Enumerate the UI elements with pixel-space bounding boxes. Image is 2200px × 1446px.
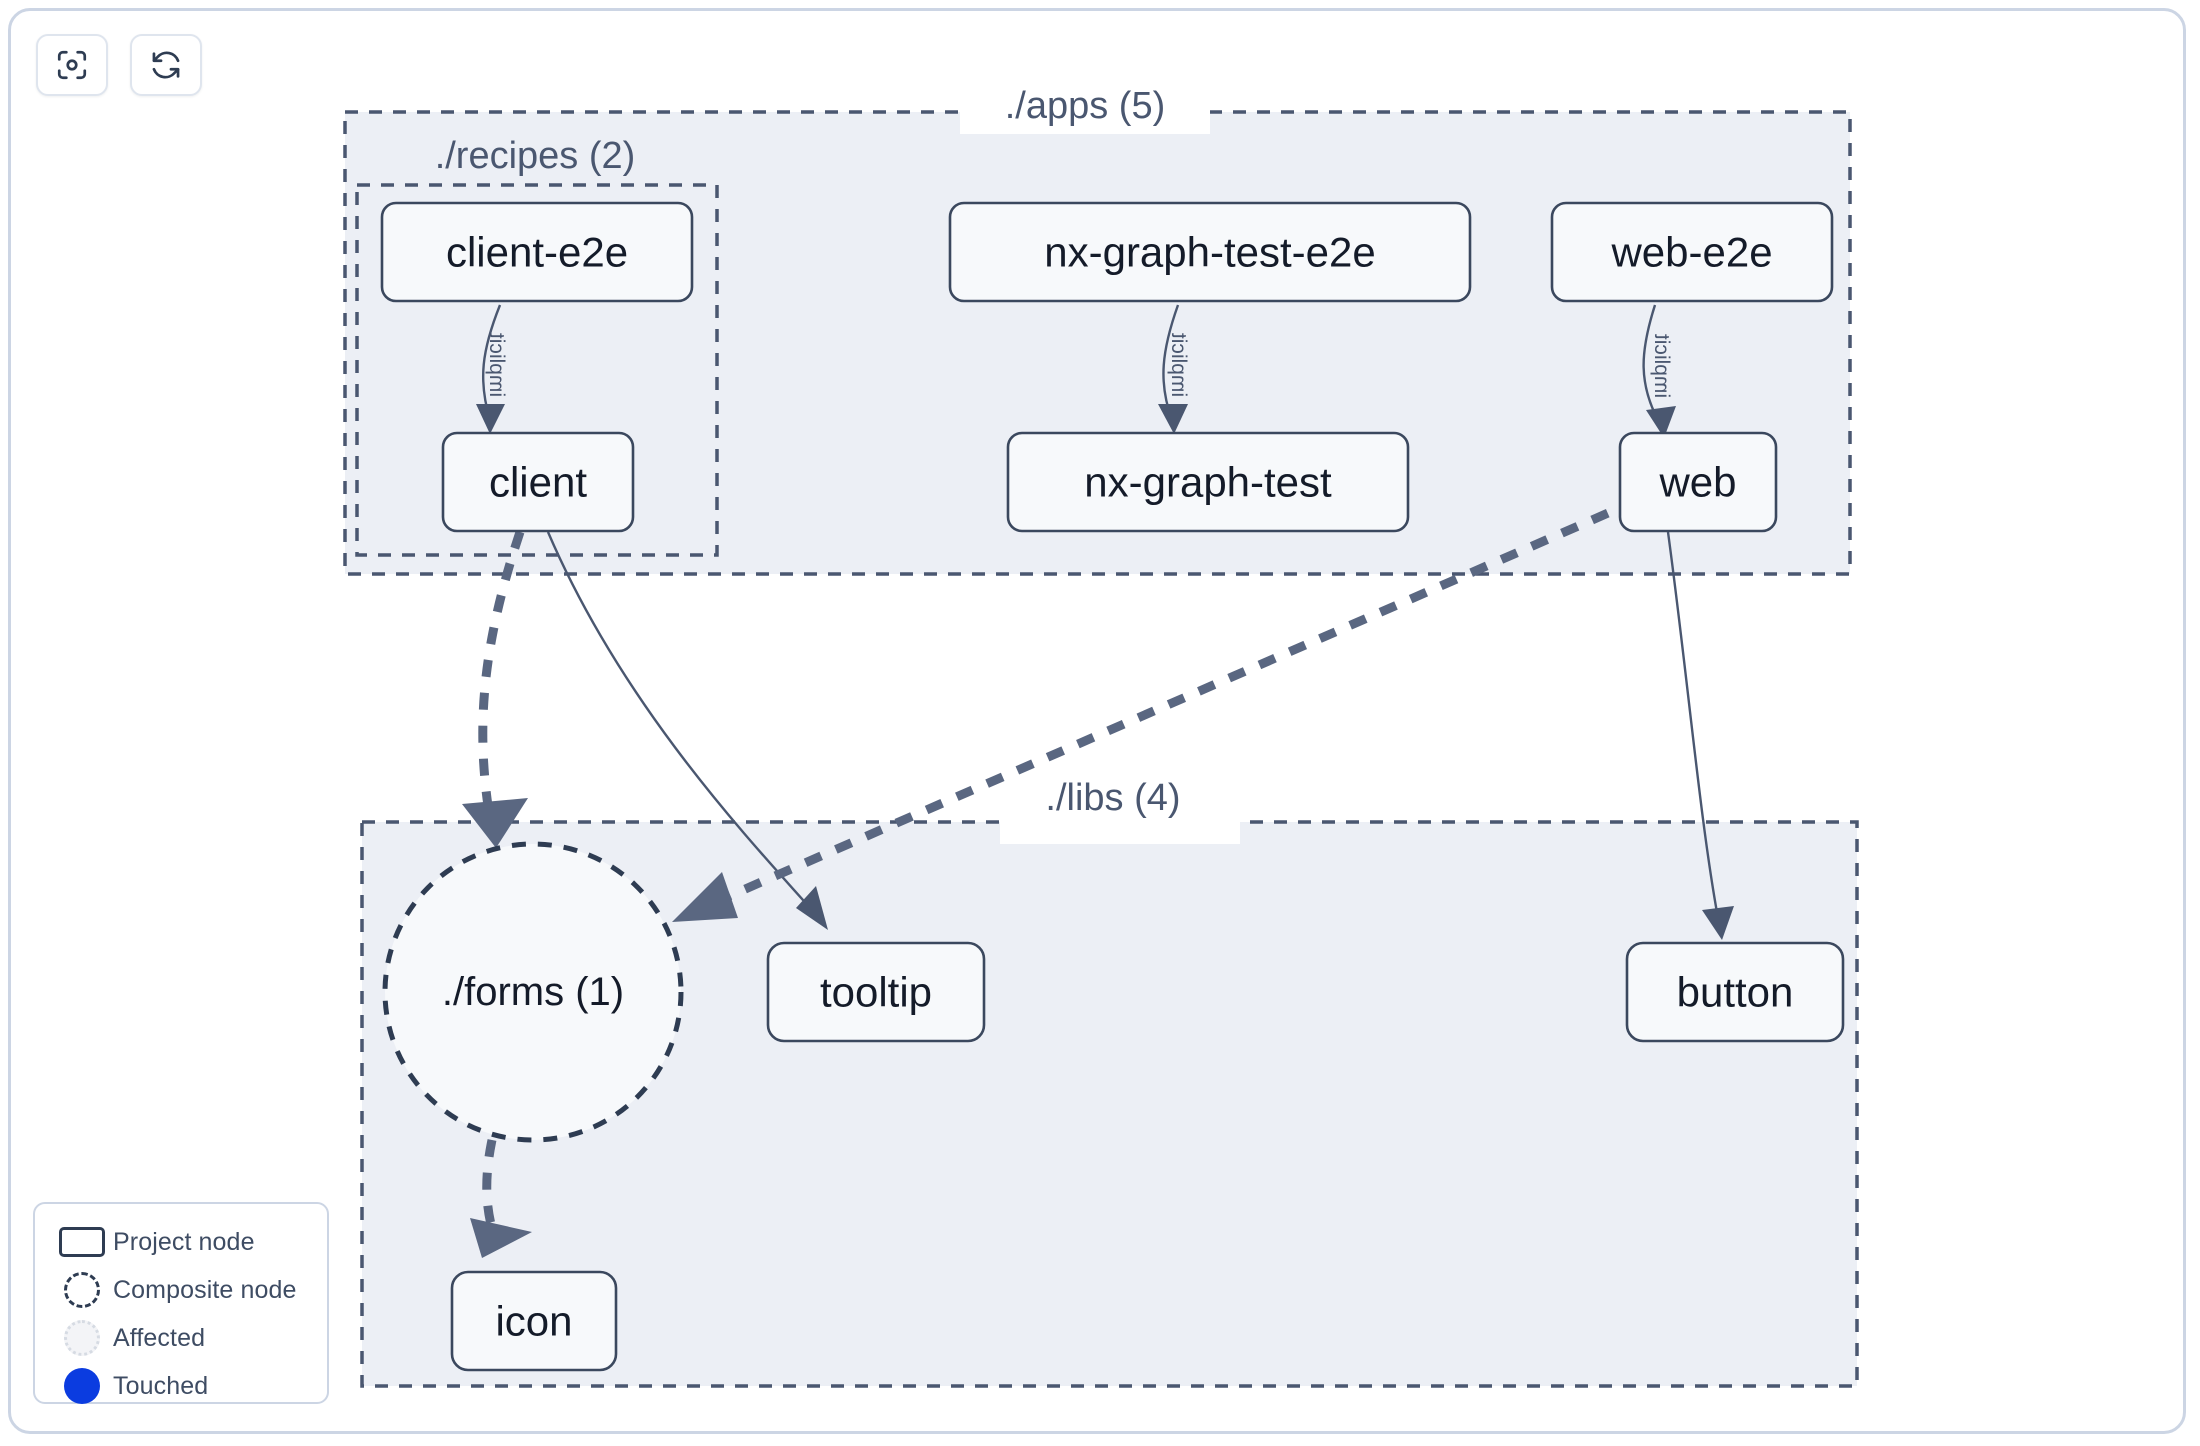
node-forms-label: ./forms (1) (442, 970, 624, 1014)
dashed-circle-icon (51, 1272, 113, 1308)
node-web-label: web (1658, 459, 1736, 506)
legend-item-project-node: Project node (51, 1218, 311, 1266)
dotted-circle-icon (51, 1320, 113, 1356)
rect-outline-icon (51, 1227, 113, 1257)
legend-label-project-node: Project node (113, 1227, 255, 1256)
filled-circle-icon (51, 1368, 113, 1404)
focus-graph-button[interactable] (36, 34, 108, 96)
edge-client-e2e-to-client[interactable]: implicit (476, 304, 508, 434)
node-client[interactable]: client (441, 431, 635, 533)
node-nx-graph-test[interactable]: nx-graph-test (1006, 431, 1410, 533)
edge-web-to-forms[interactable] (672, 495, 1640, 922)
node-nx-graph-test-e2e[interactable]: nx-graph-test-e2e (948, 201, 1472, 303)
node-client-label: client (489, 459, 587, 506)
graph-toolbar (36, 34, 202, 96)
edge-webe2e-to-web[interactable]: implicit (1642, 304, 1676, 438)
edge-client-to-forms[interactable] (462, 530, 528, 848)
node-web-e2e[interactable]: web-e2e (1550, 201, 1834, 303)
node-web[interactable]: web (1618, 431, 1778, 533)
refresh-icon (149, 48, 183, 82)
node-web-e2e-label: web-e2e (1610, 229, 1772, 276)
focus-target-icon (55, 48, 89, 82)
edge-forms-to-icon[interactable] (470, 1139, 532, 1258)
group-libs-label: ./libs (4) (1045, 777, 1180, 819)
node-tooltip[interactable]: tooltip (766, 941, 986, 1043)
legend-label-affected: Affected (113, 1323, 206, 1352)
legend-item-affected: Affected (51, 1314, 311, 1362)
legend-label-touched: Touched (113, 1371, 209, 1400)
node-icon-label: icon (495, 1298, 572, 1345)
group-apps-label: ./apps (5) (1005, 85, 1166, 127)
legend-label-composite-node: Composite node (113, 1275, 297, 1304)
graph-legend: Project node Composite node Affected Tou… (33, 1202, 329, 1404)
edge-web-to-button[interactable] (1666, 531, 1734, 940)
legend-item-touched: Touched (51, 1362, 311, 1410)
node-client-e2e[interactable]: client-e2e (380, 201, 694, 303)
node-client-e2e-label: client-e2e (446, 229, 628, 276)
edge-label-implicit-3: implicit (1650, 334, 1673, 398)
edge-label-implicit-2: implicit (1167, 333, 1190, 397)
group-recipes-label: ./recipes (2) (435, 135, 636, 177)
edge-nxe2e-to-nx[interactable]: implicit (1158, 304, 1190, 434)
legend-item-composite-node: Composite node (51, 1266, 311, 1314)
node-tooltip-label: tooltip (820, 969, 932, 1016)
node-nx-graph-test-e2e-label: nx-graph-test-e2e (1044, 229, 1376, 276)
refresh-graph-button[interactable] (130, 34, 202, 96)
node-icon[interactable]: icon (450, 1270, 618, 1372)
node-nx-graph-test-label: nx-graph-test (1084, 459, 1332, 506)
node-forms-composite[interactable]: ./forms (1) (382, 841, 684, 1143)
node-button[interactable]: button (1625, 941, 1845, 1043)
node-button-label: button (1677, 969, 1794, 1016)
edge-label-implicit-1: implicit (485, 333, 508, 397)
